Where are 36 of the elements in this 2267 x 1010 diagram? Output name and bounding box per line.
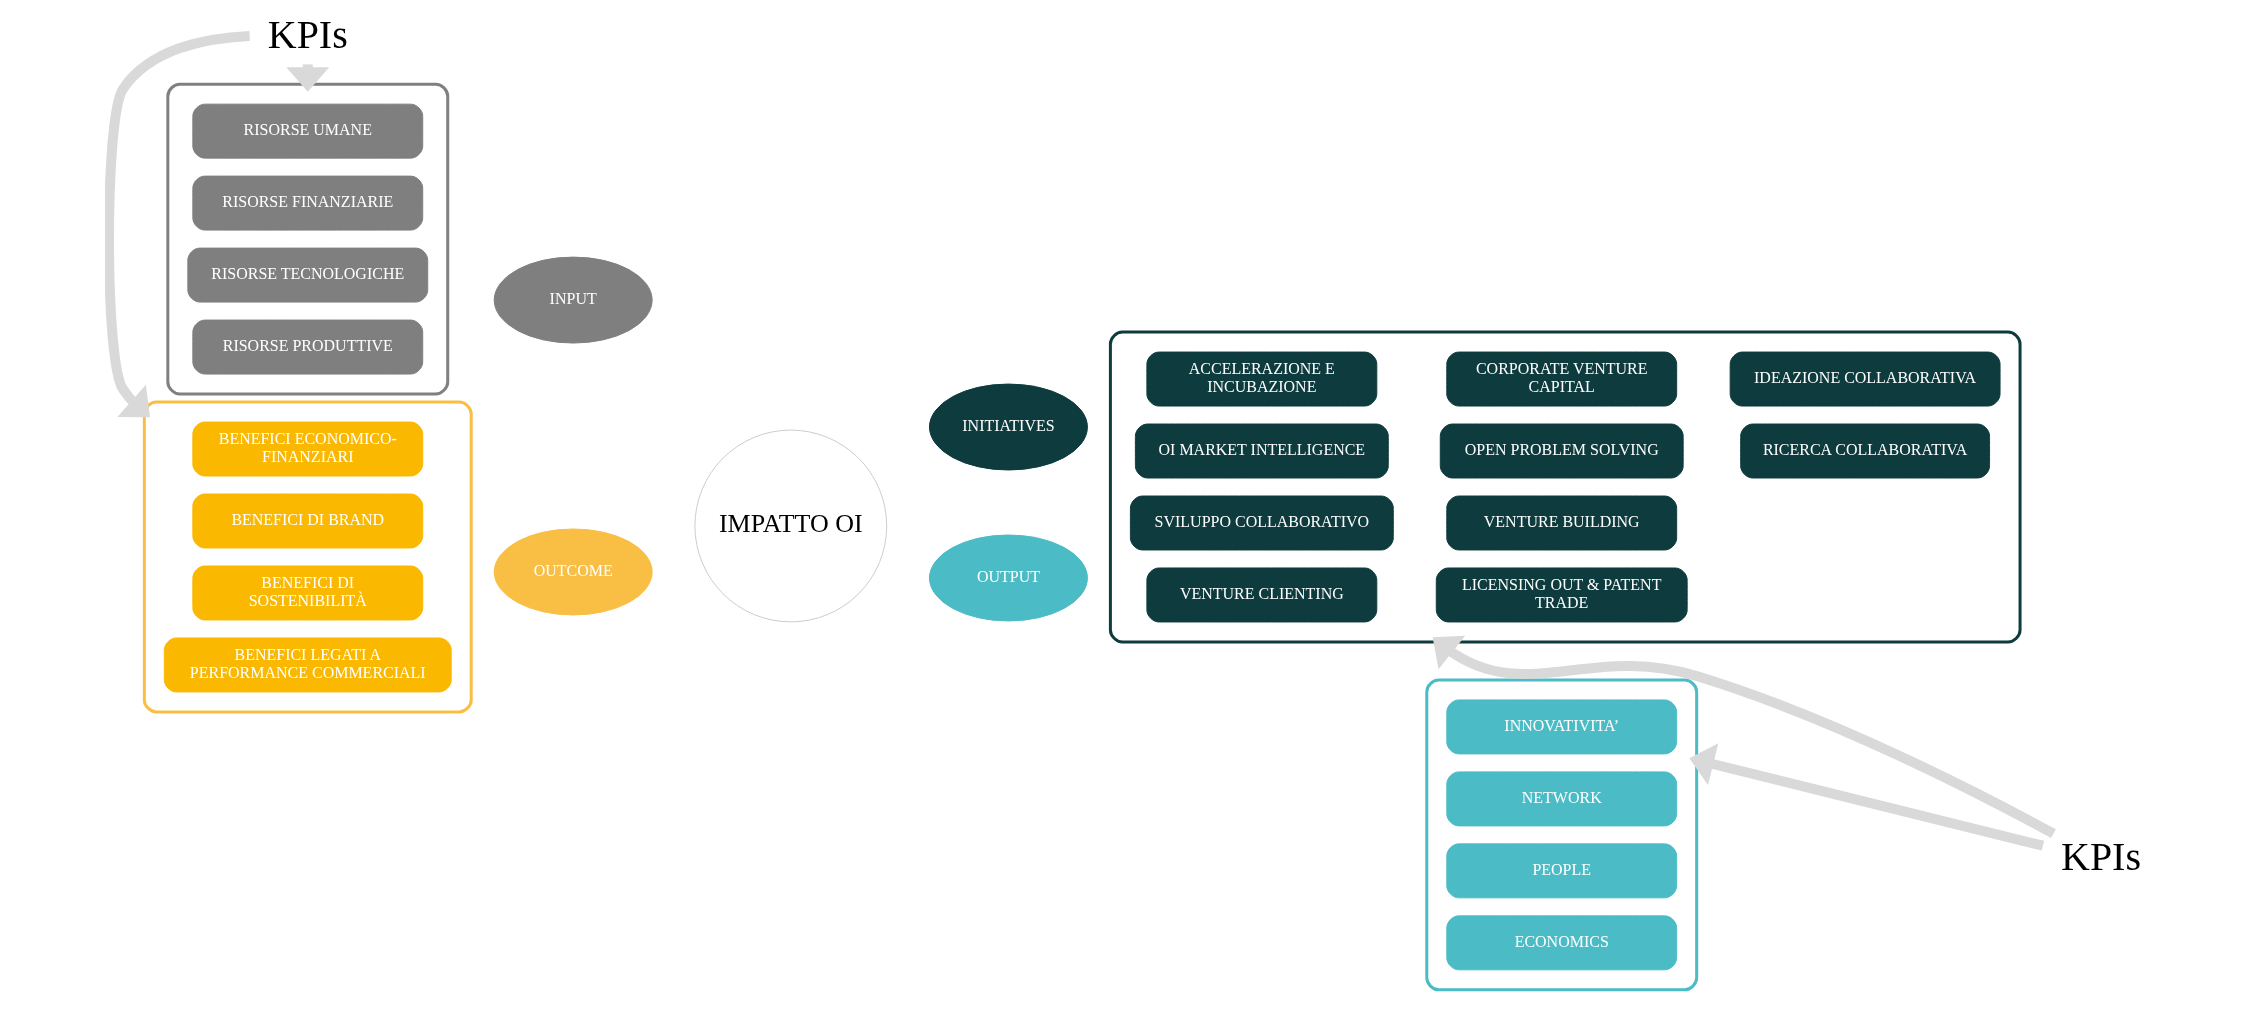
node-box: RISORSE FINANZIARIE xyxy=(191,175,423,231)
node-box: SVILUPPO COLLABORATIVO xyxy=(1129,495,1394,551)
node-ellipse: OUTPUT xyxy=(928,534,1088,622)
node-ellipse: INITIATIVES xyxy=(928,383,1088,471)
cluster xyxy=(1108,330,2022,644)
node-box: LICENSING OUT & PATENT TRADE xyxy=(1435,567,1688,623)
cluster xyxy=(1424,678,1698,992)
arrow xyxy=(1432,635,2056,839)
node-box: ECONOMICS xyxy=(1445,915,1677,971)
node-box: PEOPLE xyxy=(1445,843,1677,899)
node-box: CORPORATE VENTURE CAPITAL xyxy=(1445,351,1677,407)
cluster xyxy=(142,400,473,714)
node-box: INNOVATIVITA’ xyxy=(1445,699,1677,755)
node-box: VENTURE CLIENTING xyxy=(1145,567,1377,623)
node-box: BENEFICI ECONOMICO-FINANZIARI xyxy=(191,421,423,477)
cluster xyxy=(165,82,449,396)
node-box: OI MARKET INTELLIGENCE xyxy=(1134,423,1389,479)
node-box: RICERCA COLLABORATIVA xyxy=(1739,423,1990,479)
node-box: RISORSE TECNOLOGICHE xyxy=(186,247,428,303)
node-box: RISORSE PRODUTTIVE xyxy=(191,319,423,375)
node-circle: IMPATTO OI xyxy=(693,429,887,623)
node-box: NETWORK xyxy=(1445,771,1677,827)
node-text: KPIs xyxy=(2060,833,2141,879)
node-box: RISORSE UMANE xyxy=(191,103,423,159)
node-box: BENEFICI DI BRAND xyxy=(191,493,423,549)
node-box: VENTURE BUILDING xyxy=(1445,495,1677,551)
node-box: IDEAZIONE COLLABORATIVA xyxy=(1729,351,2001,407)
arrow xyxy=(1688,743,2044,851)
node-box: BENEFICI DI SOSTENIBILITÀ xyxy=(191,565,423,621)
node-box: BENEFICI LEGATI A PERFORMANCE COMMERCIALI xyxy=(163,637,452,693)
node-box: OPEN PROBLEM SOLVING xyxy=(1439,423,1684,479)
node-ellipse: INPUT xyxy=(493,256,653,344)
node-text: KPIs xyxy=(267,12,348,58)
arrow xyxy=(104,30,250,418)
node-box: ACCELERAZIONE E INCUBAZIONE xyxy=(1145,351,1377,407)
node-ellipse: OUTCOME xyxy=(493,528,653,616)
